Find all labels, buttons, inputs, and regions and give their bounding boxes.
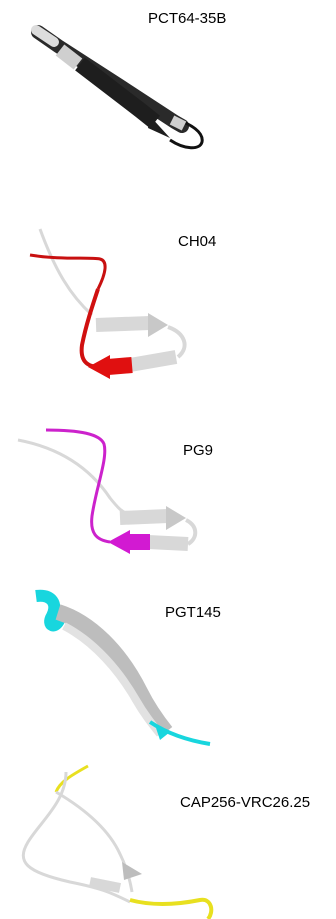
structure-panel-ch04: CH04 <box>0 215 336 395</box>
structure-label: PGT145 <box>165 604 221 621</box>
ribbon-structure-cap256-vrc26-25 <box>0 762 336 919</box>
structure-panel-pct64-35b: PCT64-35B <box>0 0 336 180</box>
structure-label: PG9 <box>183 442 213 459</box>
structure-panel-pgt145: PGT145 <box>0 582 336 752</box>
structure-panel-cap256-vrc26-25: CAP256-VRC26.25 <box>0 762 336 919</box>
ribbon-structure-pct64-35b <box>0 0 336 180</box>
structure-label: CH04 <box>178 233 216 250</box>
ribbon-structure-ch04 <box>0 215 336 395</box>
structure-label: CAP256-VRC26.25 <box>180 794 310 811</box>
structure-panel-pg9: PG9 <box>0 418 336 578</box>
ribbon-structure-pg9 <box>0 418 336 578</box>
structure-label: PCT64-35B <box>148 10 226 27</box>
